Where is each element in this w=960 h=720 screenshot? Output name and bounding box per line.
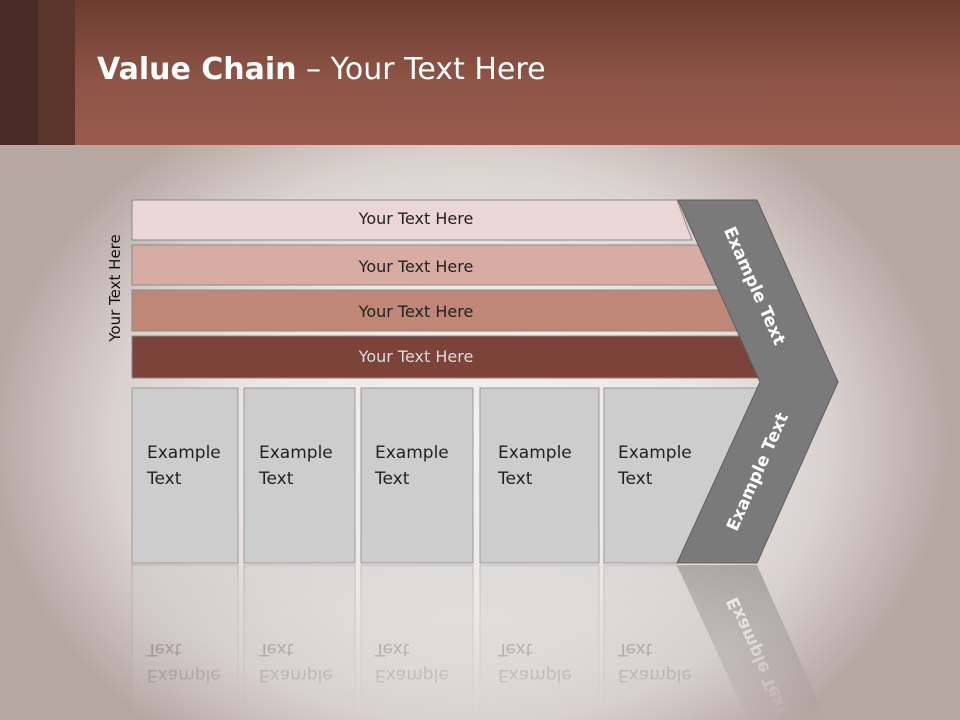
activity-box-1 (131, 387, 239, 564)
svg-text:ExampleText: ExampleText (258, 639, 333, 685)
header-accent-strip (38, 0, 75, 145)
slide-title: Value Chain – Your Text Here (97, 52, 546, 87)
reflection: ExampleText ExampleText ExampleText Exam… (131, 564, 827, 720)
title-rest: – Your Text Here (296, 52, 546, 87)
svg-text:ExampleText: ExampleText (146, 639, 221, 685)
activity-box-2 (243, 387, 356, 564)
activity-box-4 (479, 387, 600, 564)
svg-text:ExampleText: ExampleText (374, 639, 449, 685)
svg-text:ExampleText: ExampleText (617, 639, 692, 685)
title-bold: Value Chain (97, 52, 297, 87)
activity-box-3 (360, 387, 474, 564)
svg-text:ExampleText: ExampleText (497, 639, 572, 685)
band-1-label: Your Text Here (358, 209, 474, 228)
band-4-label: Your Text Here (358, 347, 474, 366)
band-3-label: Your Text Here (358, 302, 474, 321)
title-bar: Value Chain – Your Text Here (0, 0, 960, 145)
header-accent-strip (0, 0, 38, 145)
band-1 (131, 199, 693, 241)
band-2-label: Your Text Here (358, 257, 474, 276)
chevron-arrow (676, 199, 839, 564)
